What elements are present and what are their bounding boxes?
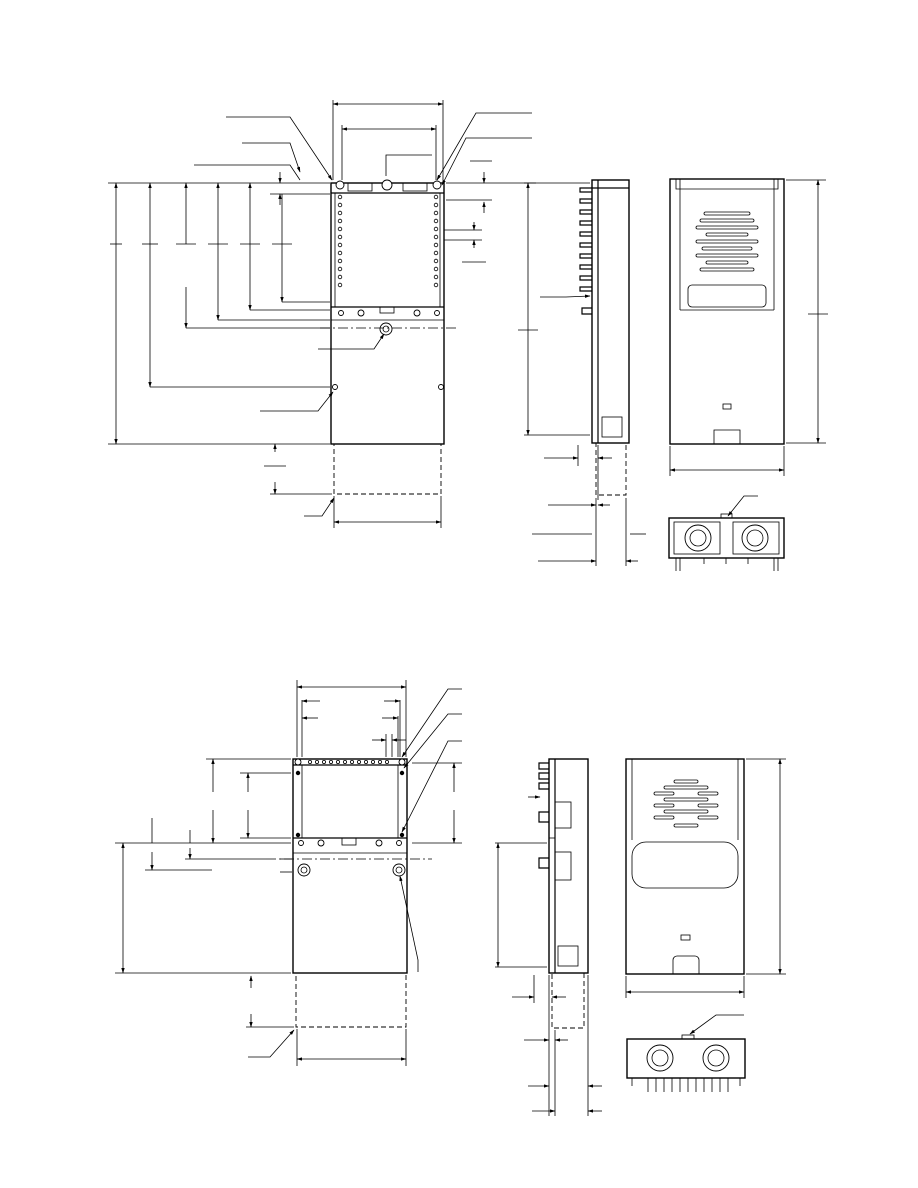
lower-front-housing bbox=[292, 758, 408, 974]
lower-rear-vent bbox=[653, 779, 719, 828]
lower-rear-housing bbox=[625, 758, 745, 975]
rear-label-area bbox=[687, 284, 767, 308]
rear-label-area bbox=[631, 841, 739, 889]
side-connector bbox=[554, 851, 572, 881]
left-terminal-column bbox=[337, 194, 343, 288]
right-terminal-column bbox=[433, 194, 439, 288]
upper-front-view bbox=[108, 100, 536, 528]
lower-stud-right bbox=[392, 863, 406, 877]
lower-bottom-pins bbox=[647, 1078, 729, 1092]
upper-rear-vent bbox=[695, 211, 759, 272]
lower-side-view bbox=[495, 758, 602, 1116]
mount-hole bbox=[432, 180, 442, 190]
lower-assembly bbox=[115, 680, 786, 1116]
side-connector bbox=[554, 801, 572, 829]
upper-rear-view bbox=[669, 178, 828, 476]
lower-rear-view bbox=[625, 758, 786, 998]
upper-side-fins bbox=[579, 187, 592, 292]
mount-hole bbox=[381, 179, 393, 191]
lower-extension-outline bbox=[295, 972, 407, 1028]
lower-terminal-row bbox=[307, 760, 389, 765]
upper-rear-housing bbox=[669, 178, 785, 445]
upper-extension-outline bbox=[333, 443, 442, 495]
lower-front-view bbox=[115, 680, 462, 1066]
lower-bottom-view bbox=[626, 1014, 746, 1092]
mount-hole bbox=[335, 180, 345, 190]
upper-front-housing bbox=[330, 182, 445, 445]
center-stud bbox=[379, 322, 393, 336]
upper-assembly bbox=[108, 100, 828, 571]
upper-bottom-view bbox=[668, 495, 785, 571]
upper-side-view bbox=[518, 179, 646, 566]
lower-stud-left bbox=[297, 863, 311, 877]
